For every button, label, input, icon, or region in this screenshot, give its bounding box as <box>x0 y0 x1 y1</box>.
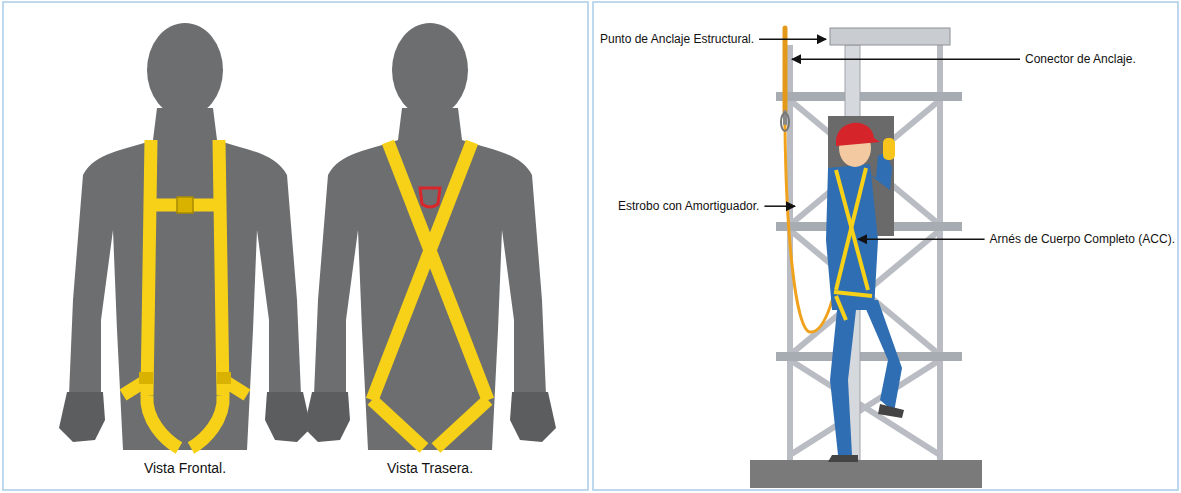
panel-frame <box>593 2 1178 490</box>
leader-arrow <box>792 58 1020 60</box>
callout-label: Punto de Anclaje Estructural. <box>600 32 754 46</box>
callout-label: Estrobo con Amortiguador. <box>618 199 759 213</box>
front-figure <box>59 23 311 450</box>
leader-arrow <box>764 205 795 207</box>
worker <box>826 123 904 462</box>
callout-label: Arnés de Cuerpo Completo (ACC). <box>990 232 1175 246</box>
callout-label: Conector de Anclaje. <box>1025 52 1136 66</box>
leader-arrow <box>759 38 826 40</box>
scaffold <box>750 28 982 488</box>
leader-arrow <box>858 238 985 240</box>
leader-lines <box>759 39 1020 239</box>
view-caption: Vista Trasera. <box>387 460 473 477</box>
panel-frame <box>3 2 588 490</box>
back-figure <box>304 23 556 450</box>
view-caption: Vista Frontal. <box>144 460 226 477</box>
